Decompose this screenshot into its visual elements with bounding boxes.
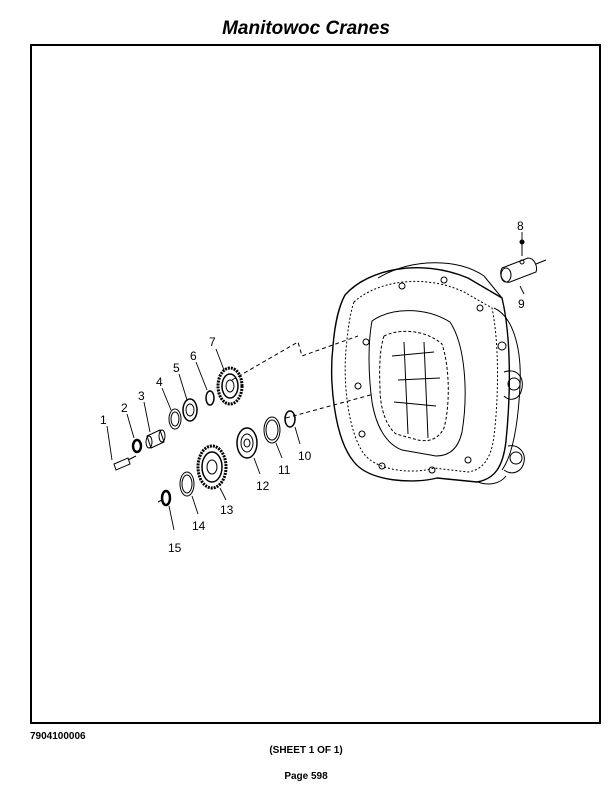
set-screw-part-8	[519, 239, 525, 256]
callout-8: 8	[517, 219, 524, 233]
bearing-part-12	[236, 427, 258, 459]
callout-2: 2	[121, 401, 128, 415]
spacer-part-3	[145, 429, 166, 449]
bearing-part-5	[182, 398, 198, 422]
callout-5: 5	[173, 361, 180, 375]
sheet-label: (SHEET 1 OF 1)	[269, 745, 343, 756]
gear-housing	[331, 262, 525, 485]
callout-6: 6	[190, 349, 197, 363]
ring-part-10	[284, 410, 296, 428]
leader-lines	[106, 232, 525, 531]
gear-part-13	[196, 444, 228, 490]
callout-13: 13	[220, 503, 234, 517]
ring-part-11	[263, 416, 281, 444]
pin-part-9	[500, 257, 547, 283]
callout-1: 1	[100, 413, 107, 427]
callout-15: 15	[168, 541, 182, 555]
ring-part-14	[179, 471, 195, 497]
callout-10: 10	[298, 449, 312, 463]
ring-part-4	[168, 408, 182, 430]
callout-14: 14	[192, 519, 206, 533]
page-title: Manitowoc Cranes	[222, 18, 390, 39]
callout-12: 12	[256, 479, 270, 493]
diagram-frame: 1 2 3 4 5 6 7 8 9 10 11 12 13 14 15	[30, 44, 601, 724]
drawing-number: 7904100006	[30, 731, 86, 742]
assembly-lines	[231, 335, 375, 419]
gear-part-7	[216, 366, 244, 406]
bolt-part-1	[113, 455, 137, 471]
callout-3: 3	[138, 389, 145, 403]
page-number: Page 598	[284, 771, 328, 782]
callout-4: 4	[156, 375, 163, 389]
callout-11: 11	[278, 463, 291, 477]
callout-7: 7	[209, 335, 216, 349]
ring-part-6	[205, 390, 215, 406]
callout-9: 9	[518, 297, 525, 311]
washer-part-2	[131, 438, 143, 454]
snap-ring-part-15	[157, 489, 172, 507]
callout-labels: 1 2 3 4 5 6 7 8 9 10 11 12 13 14 15	[100, 219, 525, 555]
exploded-parts-diagram: 1 2 3 4 5 6 7 8 9 10 11 12 13 14 15	[100, 219, 547, 555]
